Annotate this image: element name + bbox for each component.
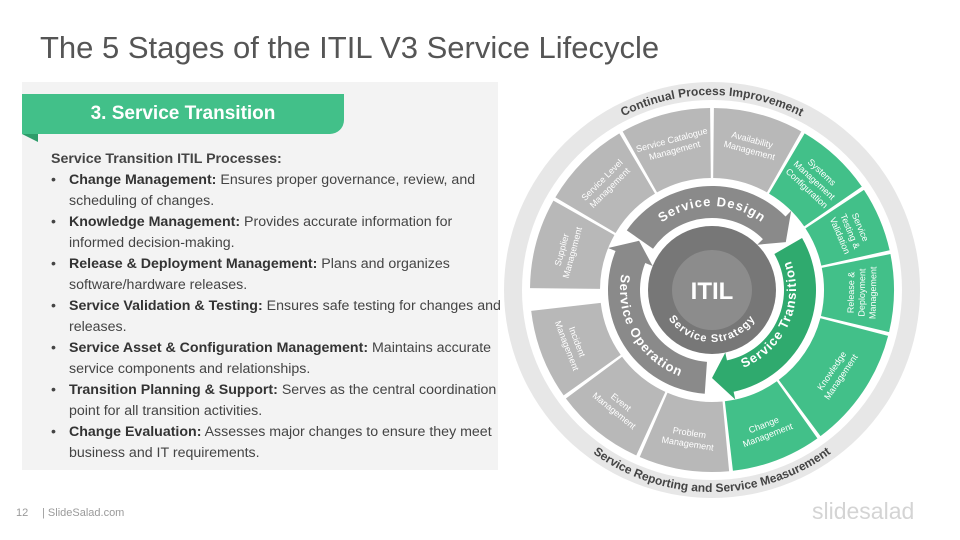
process-item: Release & Deployment Management: Plans a… [51,254,501,296]
process-segment [555,133,655,233]
center-core [672,250,752,330]
process-item: Service Validation & Testing: Ensures sa… [51,296,501,338]
ribbon-fold [22,134,38,142]
service-operation-arrow [608,240,707,394]
process-segment [778,318,889,437]
stage-ribbon: 3. Service Transition [22,94,344,134]
process-segment [805,189,890,266]
process-item: Transition Planning & Support: Serves as… [51,380,501,422]
segment-label-line: Release & [846,272,857,314]
process-segment [639,392,730,472]
process-segment [820,254,895,333]
segment-label-line: Management [868,266,879,319]
process-item-title: Service Validation & Testing: [69,298,263,314]
segment-label-line: Deployment [857,268,868,317]
process-item-desc: Plans and organizes software/hardware re… [69,256,450,293]
process-item-title: Transition Planning & Support: [69,382,278,398]
process-segment [769,133,862,227]
process-list: Change Management: Ensures proper govern… [51,170,501,464]
process-item: Knowledge Management: Provides accurate … [51,212,501,254]
center-label: ITIL [691,278,734,305]
process-item-desc: Maintains accurate service components an… [69,340,492,377]
slide-title: The 5 Stages of the ITIL V3 Service Life… [40,30,660,65]
process-list-block: Service Transition ITIL Processes: Chang… [51,149,501,464]
process-segment [724,381,818,471]
process-item-desc: Serves as the central coordination point… [69,382,497,419]
process-item-desc: Provides accurate information for inform… [69,214,453,251]
process-item: Change Evaluation: Assesses major change… [51,422,501,464]
process-segment [622,108,711,193]
process-item-desc: Ensures proper governance, review, and s… [69,172,476,209]
process-item-desc: Assesses major changes to ensure they me… [69,424,492,461]
service-transition-arrow [712,238,816,400]
footer-site: | SlideSalad.com [42,507,125,519]
process-segment [531,302,621,396]
process-segment [713,108,802,193]
service-design-arrow [626,185,792,249]
process-item-desc: Ensures safe testing for changes and rel… [69,298,501,335]
process-list-intro: Service Transition ITIL Processes: [51,151,282,167]
process-item-title: Knowledge Management: [69,214,241,230]
process-item: Service Asset & Configuration Management… [51,338,501,380]
process-item: Change Management: Ensures proper govern… [51,170,501,212]
page-number: 12 [16,507,29,519]
process-item-title: Release & Deployment Management: [69,256,318,272]
process-item-title: Change Evaluation: [69,424,202,440]
process-segment [565,356,666,456]
process-segment [530,200,615,289]
process-item-title: Service Asset & Configuration Management… [69,340,369,356]
process-item-title: Change Management: [69,172,217,188]
brand-logo: slidesalad [812,498,915,524]
